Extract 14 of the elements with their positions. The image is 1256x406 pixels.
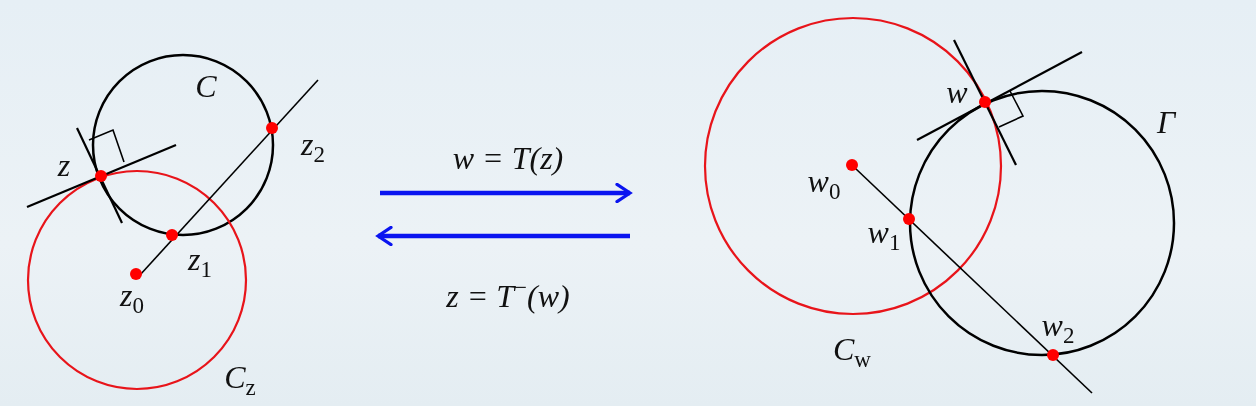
point-label: w$_{1}$ [867,216,901,254]
formula-label: w = T(z) [452,142,564,174]
point-label: w$_{0}$ [807,165,841,203]
curve-label: C [195,70,217,102]
formula-label: z = T$^{−}$(w) [446,276,570,312]
point-label: z$_{2}$ [301,128,325,166]
point-label: z$_{1}$ [188,243,212,281]
point-label: w$_{2}$ [1041,309,1075,347]
point-label: z [57,149,71,181]
curve-label: Γ [1156,106,1176,138]
curve-label: C$_{w}$ [833,333,871,371]
point-label: z$_{0}$ [120,279,144,317]
point-label: w [946,76,968,108]
curve-label: C$_{z}$ [224,361,256,399]
